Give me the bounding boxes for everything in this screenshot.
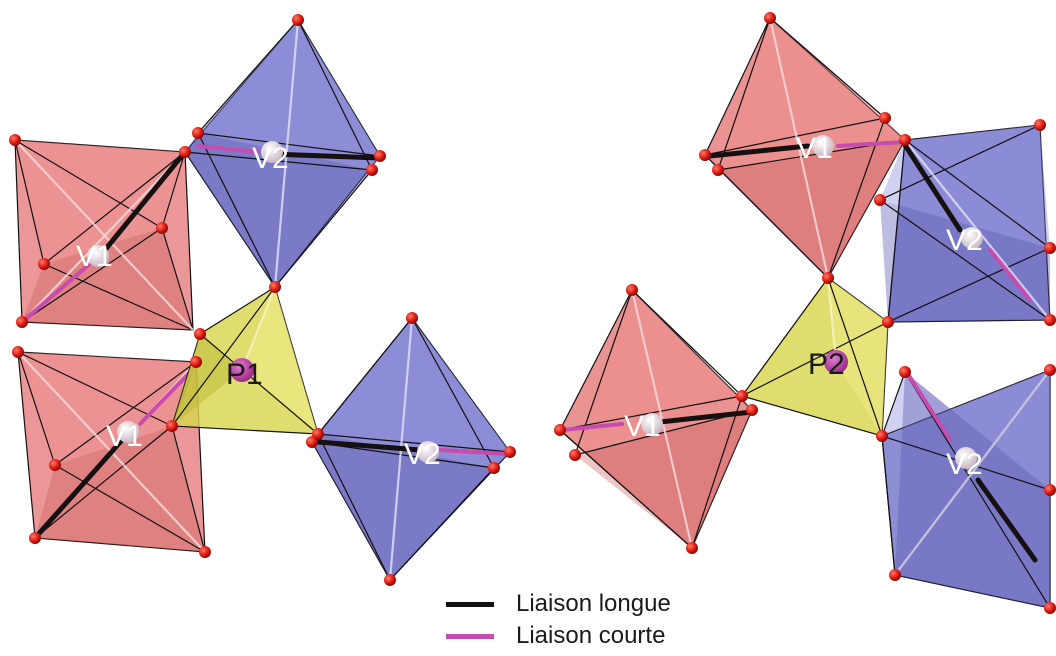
p1-atom [230, 358, 254, 382]
label-p1: P1 [226, 358, 263, 391]
label-v2-right-top: V2 [946, 224, 983, 257]
v2-atom-left-bottom [417, 441, 439, 463]
v1-atom-left-top [87, 245, 109, 267]
label-v2-right-bottom: V2 [946, 448, 983, 481]
p2-atom [824, 350, 848, 374]
legend-label-long-bond: Liaison longue [516, 590, 671, 617]
short-bond-swatch [446, 633, 494, 639]
v1-octahedron-left-top [14, 139, 194, 331]
oxygen-atoms-right [554, 12, 1056, 614]
v1-octahedron-left-bottom [17, 351, 206, 553]
long-bond-swatch [446, 601, 494, 607]
right-cluster: V1 V2 P2 V1 V2 [554, 12, 1056, 614]
legend-item-short-bond: Liaison courte [446, 620, 766, 652]
label-v1-right-top: V1 [796, 132, 833, 165]
label-v1-left-top: V1 [76, 240, 113, 273]
v2-octahedron-right-top [879, 124, 1051, 323]
label-v2-left-bottom: V2 [404, 438, 441, 471]
v2-atom-right-top [961, 227, 983, 249]
p2-tetrahedron [741, 277, 889, 437]
v2-octahedron-right-bottom [881, 369, 1051, 609]
v2-atom-right-bottom [955, 447, 977, 469]
v2-octahedron-left-bottom [311, 317, 511, 582]
legend-item-long-bond: Liaison longue [446, 588, 766, 620]
label-v1-left-bottom: V1 [106, 420, 143, 453]
v1-atom-right-bottom [641, 413, 663, 435]
left-cluster: V1 V2 P1 V1 V2 [9, 14, 516, 586]
label-v2-left-top: V2 [252, 142, 289, 175]
v1-atom-left-bottom [117, 421, 139, 443]
legend-label-short-bond: Liaison courte [516, 622, 666, 649]
label-v1-right-bottom: V1 [624, 410, 661, 443]
label-p2: P2 [808, 348, 845, 381]
v2-atom-left-top [261, 141, 283, 163]
bond-legend: Liaison longue Liaison courte [446, 588, 766, 652]
oxygen-atoms-left [9, 14, 516, 586]
v1-octahedron-right-top [704, 17, 906, 279]
v1-atom-right-top [812, 135, 834, 157]
